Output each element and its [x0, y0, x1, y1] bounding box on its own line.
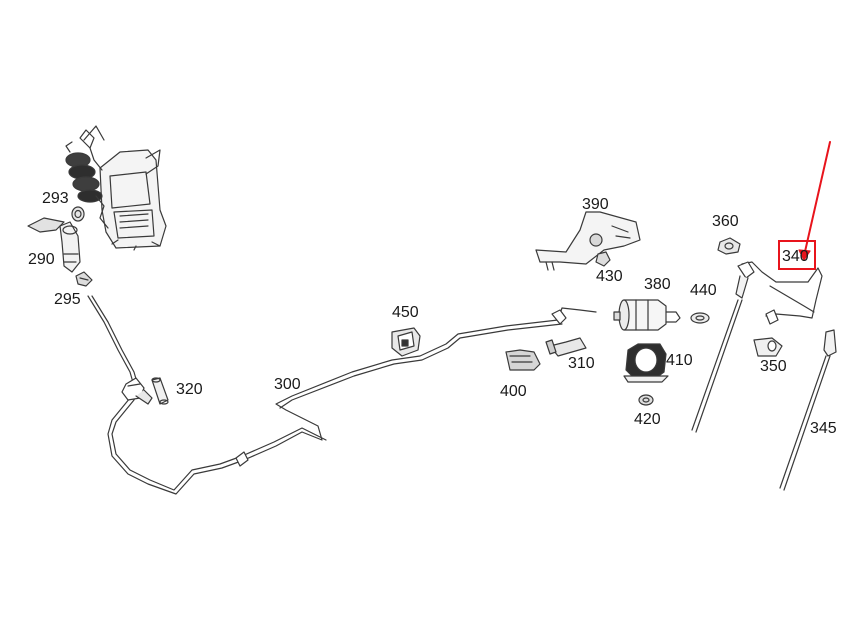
part-430-nut[interactable]: [595, 251, 611, 267]
part-295-clip[interactable]: [75, 271, 93, 287]
label-part-380[interactable]: 380: [644, 276, 671, 293]
part-350-sleeve[interactable]: [753, 337, 783, 357]
shifter-housing-assembly[interactable]: [65, 125, 167, 251]
part-410-mount[interactable]: [623, 343, 669, 383]
part-390-bracket[interactable]: [535, 211, 641, 271]
cable-300[interactable]: [87, 295, 597, 495]
callout-arrow-head: [798, 249, 811, 261]
callout-arrow-line: [803, 141, 831, 257]
highlight-box-340[interactable]: [778, 240, 816, 270]
label-part-300[interactable]: 300: [274, 376, 301, 393]
part-293-clip[interactable]: [71, 206, 85, 222]
label-part-310[interactable]: 310: [568, 355, 595, 372]
label-part-290[interactable]: 290: [28, 251, 55, 268]
label-part-450[interactable]: 450: [392, 304, 419, 321]
label-part-400[interactable]: 400: [500, 383, 527, 400]
label-part-360[interactable]: 360: [712, 213, 739, 230]
label-part-420[interactable]: 420: [634, 411, 661, 428]
label-part-320[interactable]: 320: [176, 381, 203, 398]
part-420-washer[interactable]: [638, 394, 654, 406]
label-part-350[interactable]: 350: [760, 358, 787, 375]
label-part-293[interactable]: 293: [42, 190, 69, 207]
part-345-rod[interactable]: [779, 329, 837, 491]
part-360-nut[interactable]: [717, 237, 741, 255]
label-part-345[interactable]: 345: [810, 420, 837, 437]
label-part-430[interactable]: 430: [596, 268, 623, 285]
label-part-340[interactable]: 340: [782, 248, 809, 265]
part-450-grommet[interactable]: [391, 327, 421, 357]
label-part-390[interactable]: 390: [582, 196, 609, 213]
part-400-connector[interactable]: [505, 349, 541, 371]
part-290-lever[interactable]: [27, 217, 81, 273]
part-310-hose[interactable]: [545, 337, 587, 357]
part-320-sleeve[interactable]: [151, 377, 169, 405]
part-340-linkage[interactable]: [691, 261, 823, 433]
label-part-295[interactable]: 295: [54, 291, 81, 308]
part-440-bushing[interactable]: [690, 312, 710, 324]
label-part-410[interactable]: 410: [666, 352, 693, 369]
label-part-440[interactable]: 440: [690, 282, 717, 299]
part-380-actuator[interactable]: [613, 299, 681, 331]
